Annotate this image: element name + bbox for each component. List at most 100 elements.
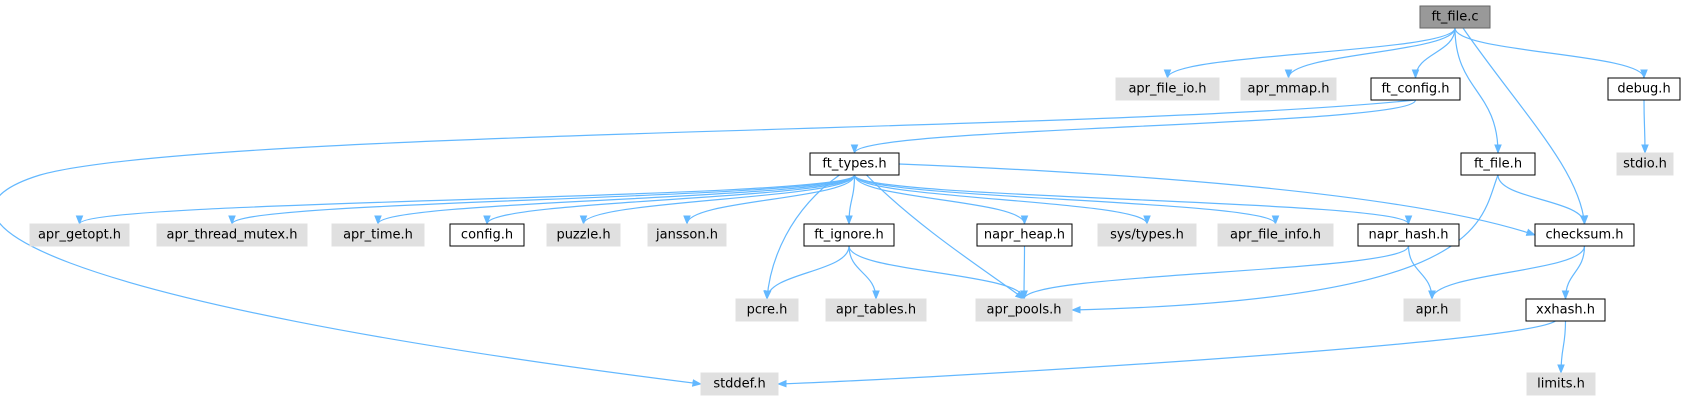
edge-ft_file_c-to-ft_config_h [1411, 27, 1456, 79]
node-box [825, 298, 927, 322]
node-label: puzzle.h [556, 228, 610, 243]
edge-ft_types_h-to-napr_hash_h [853, 174, 1413, 225]
node-label: sys/types.h [1110, 228, 1184, 243]
edge-xxhash_h-to-limits_h [1557, 320, 1567, 374]
node-pcre-h: pcre.h [735, 298, 799, 322]
node-label: ft_config.h [1381, 82, 1449, 97]
node-box [1097, 223, 1197, 247]
node-label: ft_types.h [822, 157, 886, 172]
node-apr-mmap-h: apr_mmap.h [1240, 77, 1337, 101]
node-jansson-h: jansson.h [647, 223, 727, 247]
node-xxhash-h[interactable]: xxhash.h [1525, 298, 1606, 322]
node-label: debug.h [1617, 82, 1670, 97]
node-box [546, 223, 621, 247]
node-box [331, 223, 425, 247]
node-label: checksum.h [1545, 228, 1623, 243]
node-box [1525, 298, 1606, 322]
node-checksum-h[interactable]: checksum.h [1534, 223, 1635, 247]
node-apr-file-info-h: apr_file_info.h [1217, 223, 1334, 247]
edges-layer [0, 27, 1649, 388]
node-box [1217, 223, 1334, 247]
node-label: xxhash.h [1536, 303, 1595, 318]
edge-debug_h-to-stdio_h [1641, 99, 1649, 154]
node-label: stddef.h [713, 377, 765, 392]
edge-ft_file_h-to-checksum_h [1497, 174, 1589, 225]
edge-xxhash_h-to-stddef_h [777, 320, 1556, 388]
edge-ft_types_h-to-config_h [483, 174, 856, 225]
node-stddef-h: stddef.h [700, 372, 779, 396]
edge-ft_ignore_h-to-apr_pools_h [848, 245, 1028, 300]
node-box [29, 223, 130, 247]
node-ft-file-h[interactable]: ft_file.h [1460, 152, 1536, 176]
node-box [1370, 77, 1461, 101]
node-box [1616, 152, 1674, 176]
edge-ft_config_h-to-stddef_h [0, 99, 1416, 387]
edge-ft_file_c-to-apr_mmap_h [1284, 27, 1456, 79]
edge-checksum_h-to-xxhash_h [1561, 245, 1586, 300]
node-ft-types-h[interactable]: ft_types.h [809, 152, 900, 176]
node-label: apr_tables.h [836, 303, 916, 318]
node-box [1460, 152, 1536, 176]
node-apr-pools-h: apr_pools.h [975, 298, 1073, 322]
node-box [976, 223, 1073, 247]
edge-ft_file_c-to-debug_h [1454, 27, 1648, 79]
edge-ft_types_h-to-ft_ignore_h [845, 174, 856, 225]
node-box [1115, 77, 1220, 101]
node-label: apr_file_io.h [1128, 82, 1206, 97]
node-box [1403, 298, 1461, 322]
edge-ft_types_h-to-apr_time_h [374, 174, 856, 225]
edge-ft_types_h-to-pcre_h [763, 174, 840, 300]
node-label: apr_mmap.h [1248, 82, 1330, 97]
node-box [735, 298, 799, 322]
edge-ft_ignore_h-to-pcre_h [763, 245, 850, 300]
node-label: pcre.h [747, 303, 788, 318]
nodes-layer: ft_file.c apr_file_io.h apr_mmap.h ft_confi… [29, 5, 1681, 396]
node-sys-types-h: sys/types.h [1097, 223, 1197, 247]
node-config-h[interactable]: config.h [449, 223, 525, 247]
node-label: jansson.h [655, 228, 718, 243]
node-apr-getopt-h: apr_getopt.h [29, 223, 130, 247]
node-box [1526, 372, 1596, 396]
edge-ft_file_c-to-apr_file_io_h [1163, 27, 1456, 79]
node-box [1607, 77, 1681, 101]
edge-ft_file_h-to-apr_pools_h [1071, 174, 1499, 314]
node-label: limits.h [1537, 377, 1585, 392]
node-ft-file-c[interactable]: ft_file.c [1419, 5, 1491, 29]
node-limits-h: limits.h [1526, 372, 1596, 396]
edge-napr_heap_h-to-apr_pools_h [1020, 245, 1028, 300]
node-label: apr_file_info.h [1230, 228, 1321, 243]
node-label: config.h [461, 228, 513, 243]
node-box [975, 298, 1073, 322]
edge-ft_file_c-to-ft_file_h [1454, 27, 1502, 154]
node-napr-hash-h[interactable]: napr_hash.h [1357, 223, 1460, 247]
edge-ft_types_h-to-napr_heap_h [853, 174, 1029, 225]
node-label: napr_hash.h [1369, 228, 1449, 243]
edge-ft_types_h-to-apr_getopt_h [75, 174, 856, 225]
node-box [700, 372, 779, 396]
node-label: apr_getopt.h [38, 228, 121, 243]
edge-napr_hash_h-to-apr_pools_h [1020, 245, 1410, 300]
node-debug-h[interactable]: debug.h [1607, 77, 1681, 101]
node-ft-config-h[interactable]: ft_config.h [1370, 77, 1461, 101]
node-apr-h: apr.h [1403, 298, 1461, 322]
edge-ft_config_h-to-ft_types_h [850, 99, 1417, 154]
edge-ft_types_h-to-jansson_h [683, 174, 856, 225]
node-stdio-h: stdio.h [1616, 152, 1674, 176]
node-box [647, 223, 727, 247]
node-label: apr_thread_mutex.h [166, 228, 297, 243]
node-apr-file-io-h: apr_file_io.h [1115, 77, 1220, 101]
edge-ft_file_c-to-checksum_h [1462, 27, 1588, 225]
edge-ft_types_h-to-puzzle_h [579, 174, 856, 225]
node-label: apr_pools.h [987, 303, 1062, 318]
node-puzzle-h: puzzle.h [546, 223, 621, 247]
node-napr-heap-h[interactable]: napr_heap.h [976, 223, 1073, 247]
node-ft-ignore-h[interactable]: ft_ignore.h [803, 223, 895, 247]
node-label: ft_ignore.h [814, 228, 883, 243]
node-label: apr.h [1416, 303, 1449, 318]
node-box [1419, 5, 1491, 29]
node-label: ft_file.c [1431, 10, 1478, 25]
node-label: ft_file.h [1474, 157, 1522, 172]
node-box [1240, 77, 1337, 101]
edge-checksum_h-to-apr_h [1428, 245, 1586, 300]
